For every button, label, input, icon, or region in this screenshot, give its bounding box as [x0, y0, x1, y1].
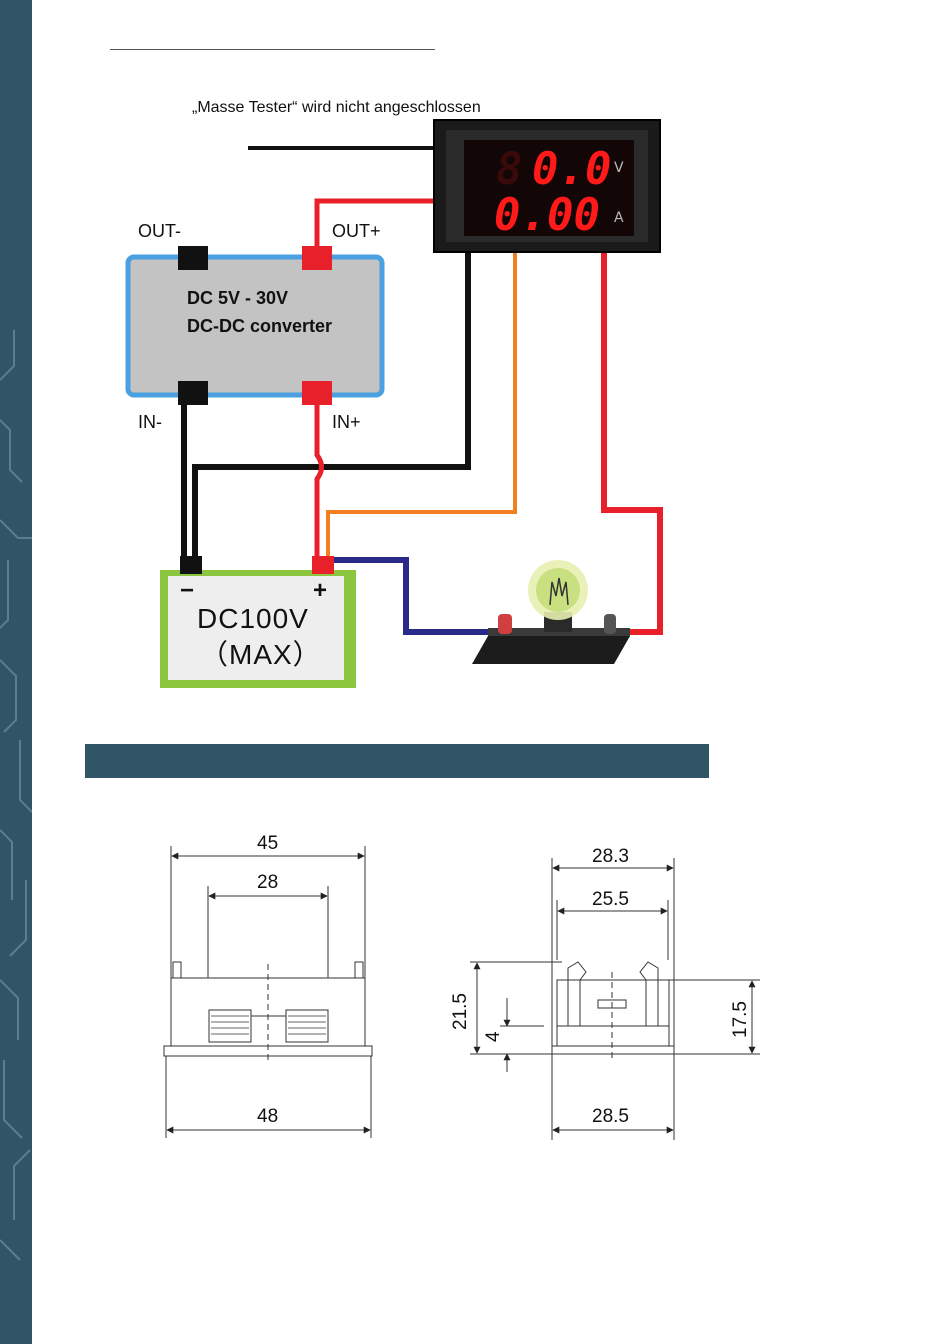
dim-side-bottom: 28.5: [592, 1106, 629, 1127]
dim-side-top: 28.3: [592, 846, 629, 867]
dim-side-inner: 25.5: [592, 889, 629, 910]
dim-front-bottom: 48: [257, 1106, 278, 1127]
dim-side-right-height: 17.5: [730, 1001, 751, 1038]
dim-side-small-height: 4: [483, 1031, 504, 1042]
dim-side-left-height: 21.5: [450, 993, 471, 1030]
dim-front-inner: 28: [257, 872, 278, 893]
dim-front-top: 45: [257, 833, 278, 854]
